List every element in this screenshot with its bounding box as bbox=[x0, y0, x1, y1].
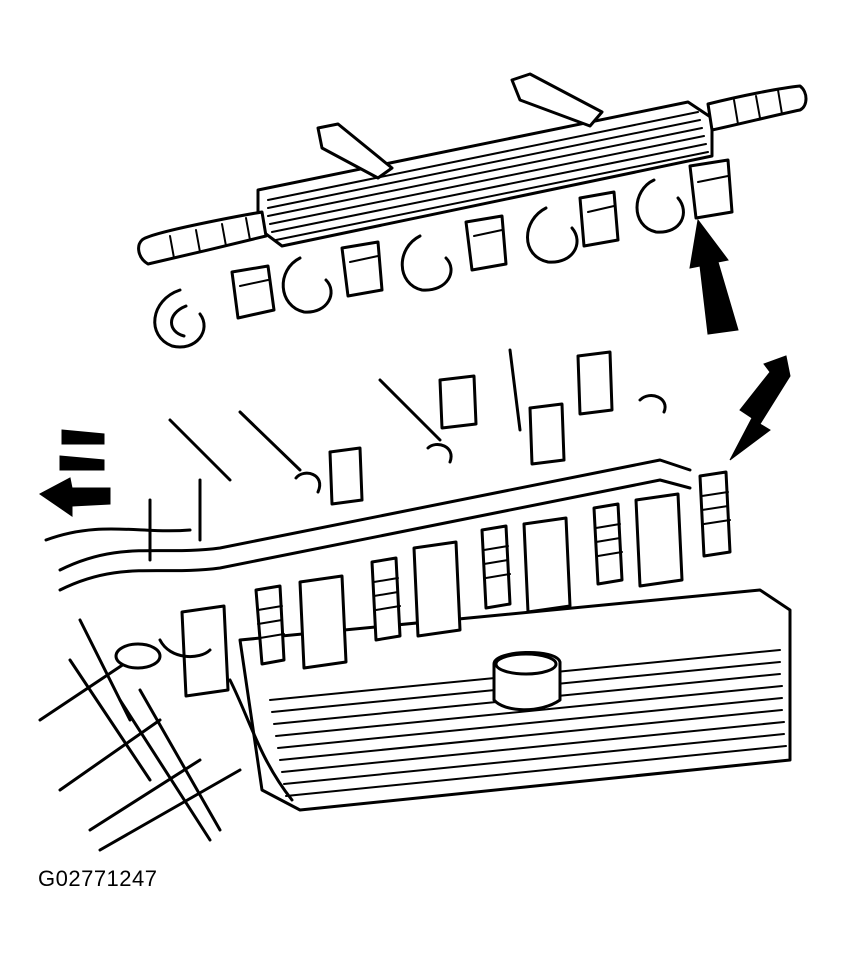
engine-diagram bbox=[38, 72, 808, 852]
coil-connectors bbox=[230, 158, 734, 320]
arrow-up-icon bbox=[689, 218, 739, 335]
coil-harness-assembly bbox=[137, 72, 808, 349]
arrow-left-icon bbox=[39, 429, 111, 517]
wire-pigtails bbox=[153, 178, 685, 349]
plug-towers bbox=[180, 350, 684, 698]
spark-plugs bbox=[254, 470, 732, 666]
figure-id-label: G02771247 bbox=[38, 866, 158, 891]
arrow-down-icon bbox=[729, 355, 791, 461]
cylinder-head-assembly bbox=[38, 348, 792, 852]
